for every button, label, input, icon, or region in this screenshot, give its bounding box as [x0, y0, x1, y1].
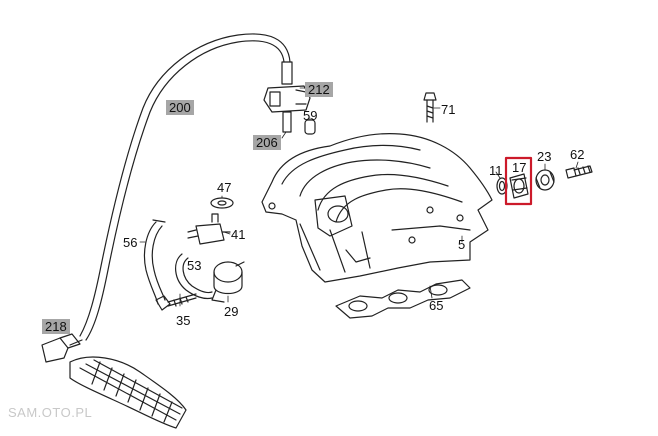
vacuum-hose-200: [79, 33, 291, 341]
vacuum-unit-29: [211, 261, 245, 303]
hose-56: [143, 219, 166, 305]
gasket-65: [335, 279, 471, 319]
intake-manifold-5: [261, 133, 493, 283]
label-62: 62: [570, 147, 585, 162]
label-206: 206: [253, 135, 281, 150]
label-29: 29: [224, 304, 239, 319]
hose-53: [175, 253, 213, 300]
connector-218: [41, 333, 83, 363]
air-duct-grille: [69, 356, 187, 429]
washer-47: [210, 197, 234, 209]
sensor-17: [509, 173, 529, 199]
valve-212: [263, 61, 311, 133]
label-65: 65: [429, 298, 444, 313]
label-212: 212: [305, 82, 333, 97]
label-5: 5: [458, 237, 466, 252]
leader-lines: [139, 87, 579, 307]
label-71: 71: [441, 102, 456, 117]
label-23: 23: [537, 149, 552, 164]
label-218: 218: [42, 319, 70, 334]
watermark: SAM.OTO.PL: [8, 405, 93, 420]
label-47: 47: [217, 180, 232, 195]
label-200: 200: [166, 100, 194, 115]
label-53: 53: [187, 258, 202, 273]
label-17: 17: [512, 160, 527, 175]
seal-ring-23: [535, 169, 555, 191]
label-11: 11: [489, 163, 503, 178]
bolt-35: [155, 293, 197, 311]
bolt-71: [423, 92, 437, 123]
label-41: 41: [231, 227, 246, 242]
solenoid-valve-41: [187, 213, 231, 245]
highlight-box-17: [504, 156, 533, 206]
label-56: 56: [123, 235, 138, 250]
label-35: 35: [176, 313, 191, 328]
screw-62: [565, 165, 593, 179]
label-59: 59: [303, 108, 318, 123]
